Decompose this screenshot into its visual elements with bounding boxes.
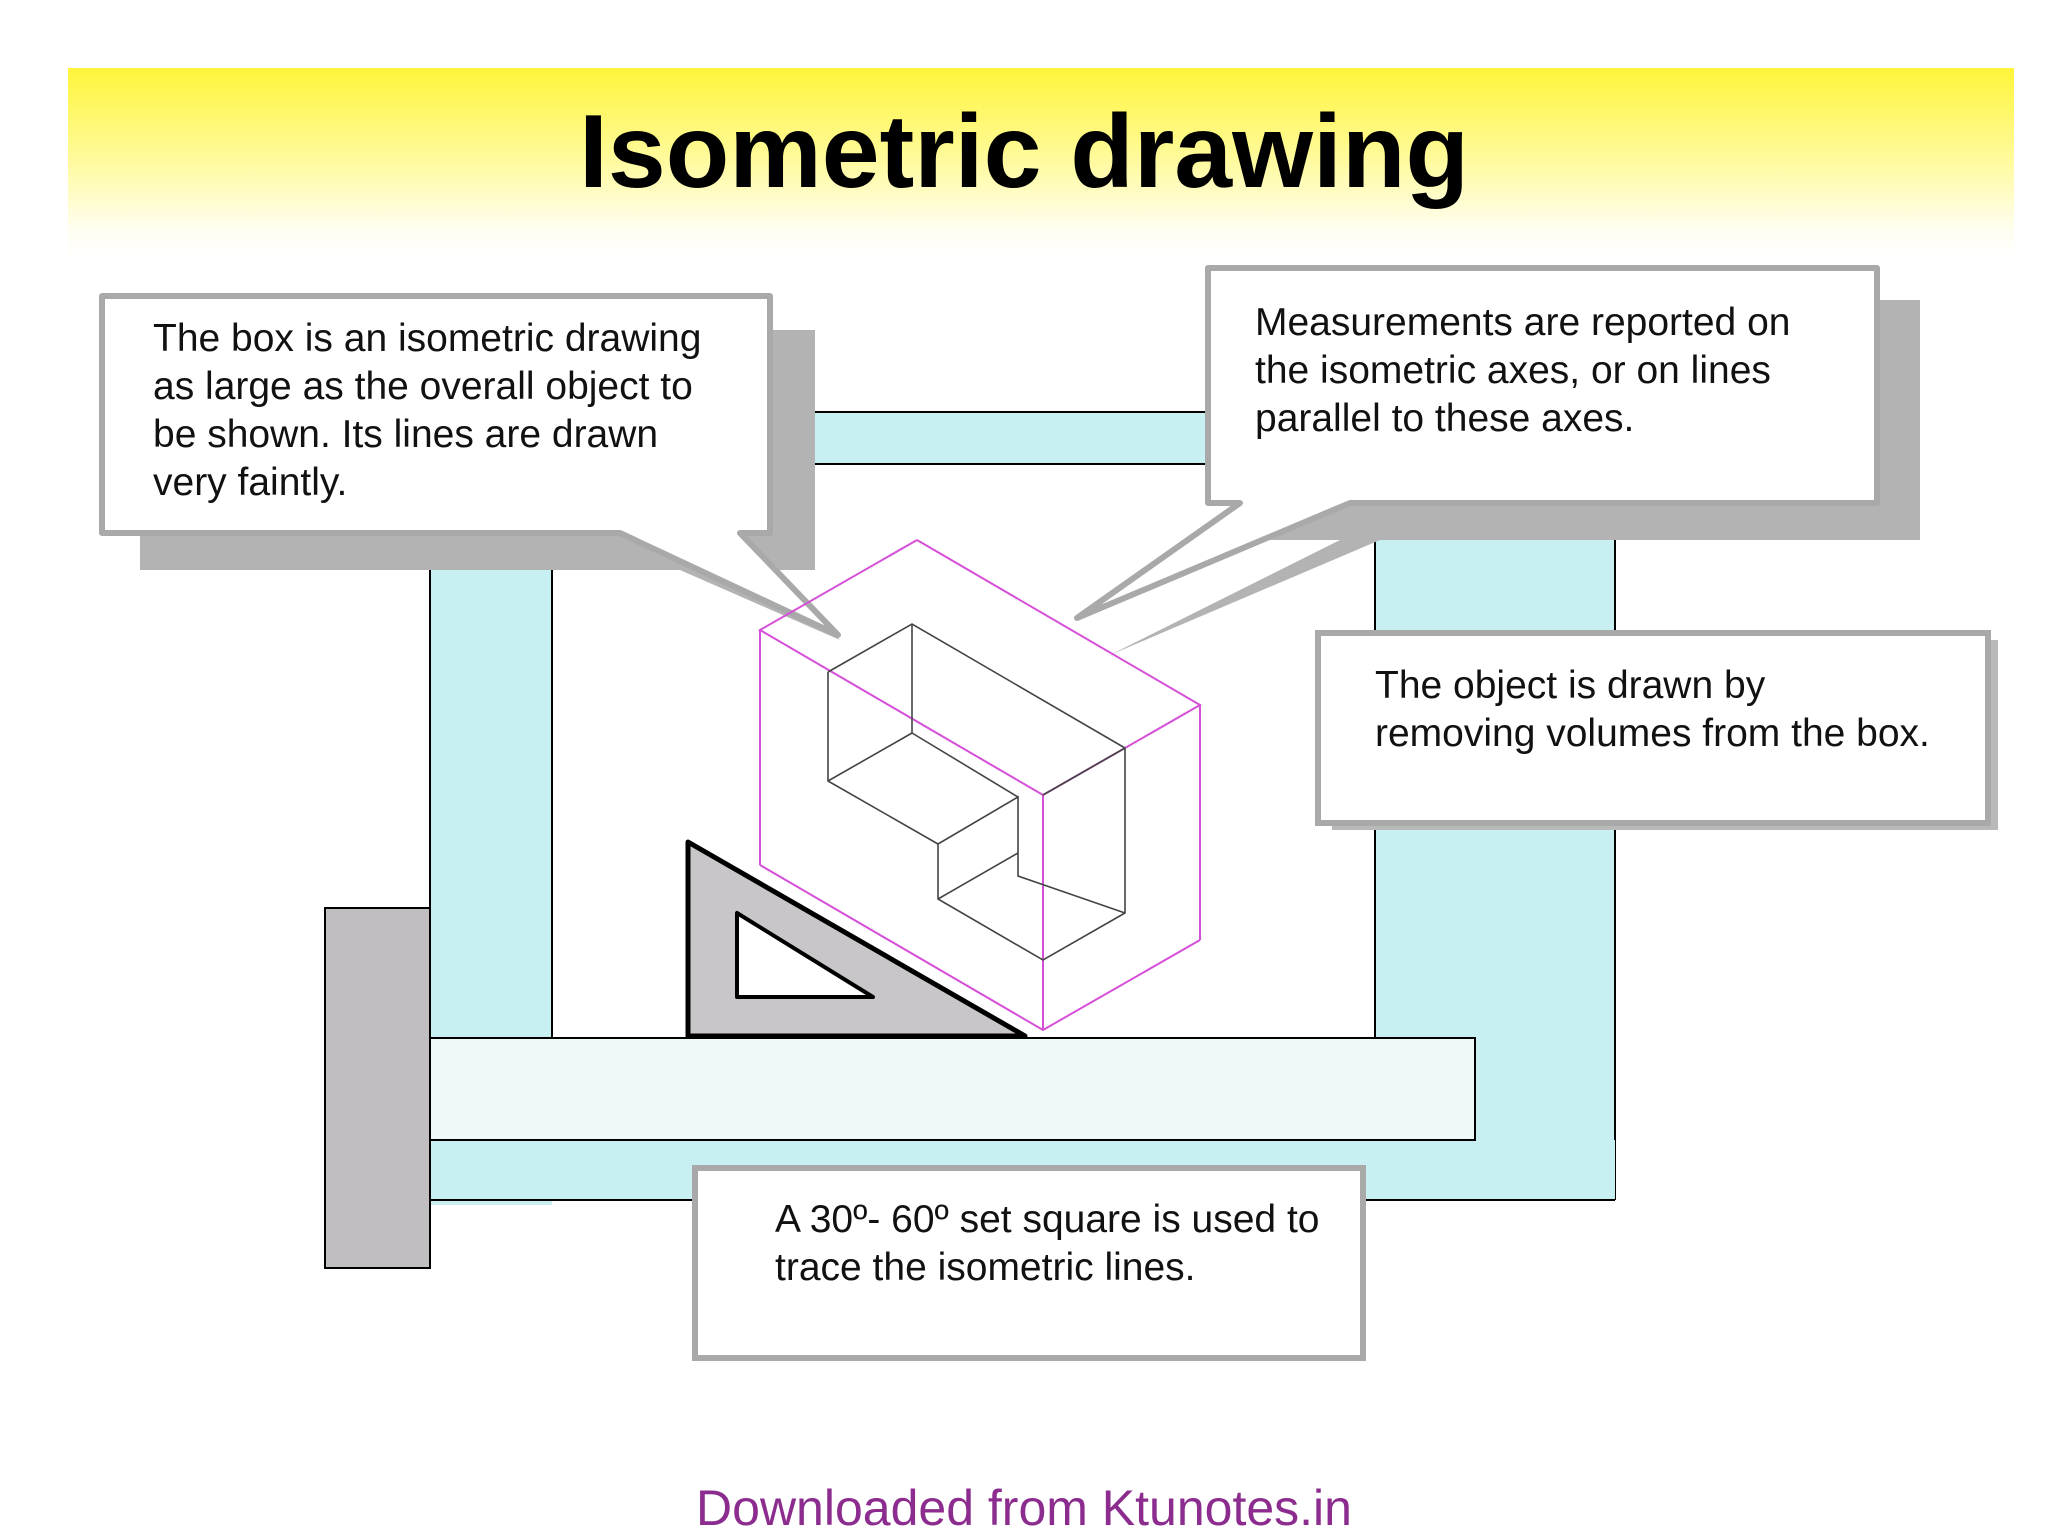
- t-square: [324, 907, 1476, 1269]
- t-square-head: [324, 907, 431, 1269]
- callout-object-text: The object is drawn by removing volumes …: [1375, 664, 1930, 755]
- footer-source: Downloaded from Ktunotes.in: [696, 1480, 1352, 1536]
- title-band: [68, 68, 2014, 258]
- isometric-object: [827, 623, 1126, 961]
- t-square-blade: [429, 1037, 1476, 1141]
- callout-measurements-text: Measurements are reported on the isometr…: [1255, 301, 1791, 440]
- board-top-strip: [779, 411, 1221, 465]
- callout-box-text: The box is an isometric drawing as large…: [153, 317, 702, 504]
- set-square-30-60: [685, 839, 1028, 1039]
- callout-set-square-bubble: [692, 1165, 1366, 1361]
- callout-measurements-bubble: [1074, 265, 1880, 621]
- slide-title: Isometric drawing: [579, 94, 1469, 210]
- callout-set-square-text: A 30º- 60º set square is used to trace t…: [775, 1198, 1320, 1289]
- callout-object-bubble: [1315, 630, 1998, 830]
- callout-box-bubble: [99, 293, 841, 638]
